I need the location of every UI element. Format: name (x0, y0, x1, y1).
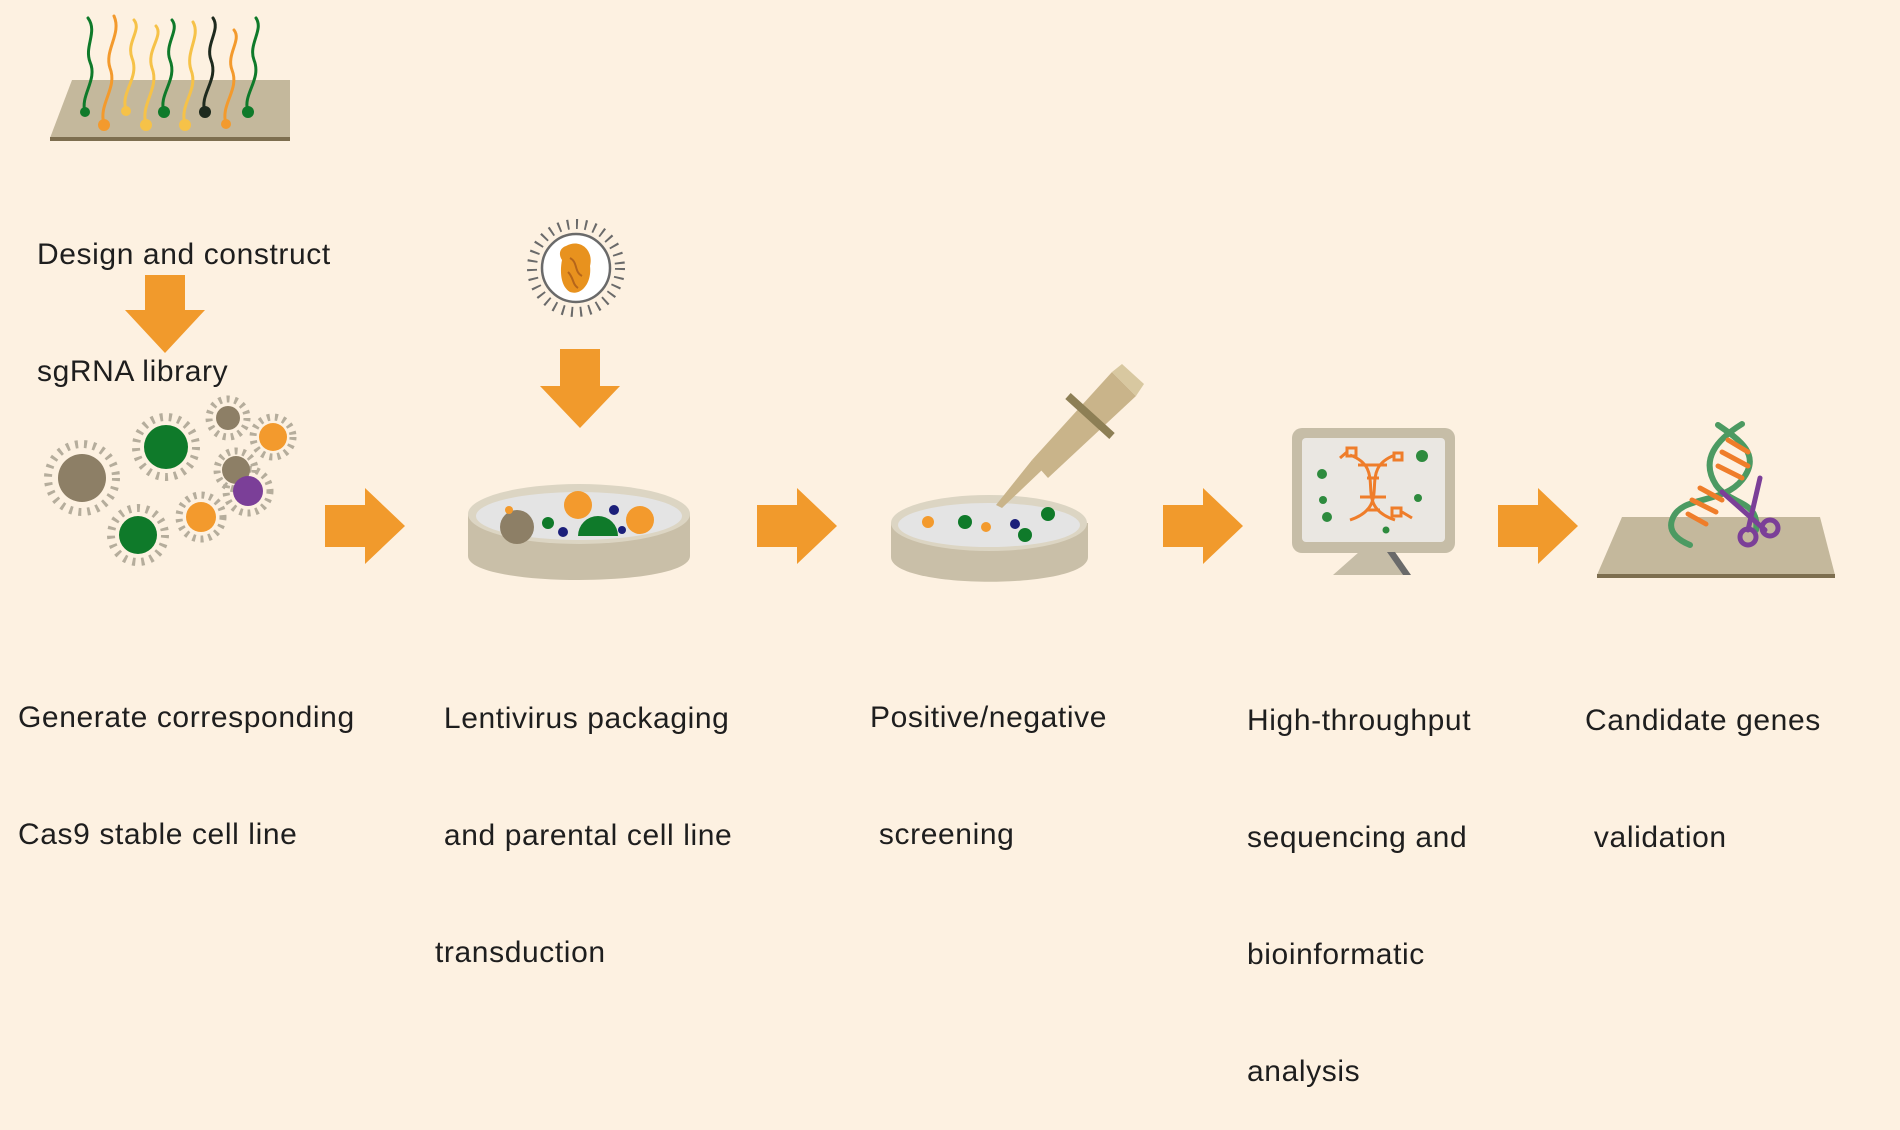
arrow-right-icon (325, 488, 405, 564)
step-label-sequencing: High-throughput sequencing and bioinform… (1247, 704, 1472, 1088)
crispr-screen-workflow-diagram (44, 14, 1835, 582)
petri-dish-icon (468, 484, 690, 580)
lentivirus-particle-icon (527, 219, 625, 317)
step-label-validation: Candidate genes validation (1585, 704, 1821, 854)
petri-dish-icon (891, 495, 1088, 582)
dna-scissors-icon (1597, 421, 1835, 578)
step-label-screening: Positive/negative screening (870, 701, 1108, 851)
pipette-icon (996, 364, 1144, 508)
step-label-lentivirus: Lentivirus packaging and parental cell l… (435, 702, 733, 969)
arrow-right-icon (1498, 488, 1578, 564)
sgrna-library-plate-icon (50, 14, 290, 141)
monitor-dna-icon (1292, 428, 1455, 575)
step-label-cell-line: Generate corresponding Cas9 stable cell … (18, 701, 355, 851)
arrow-down-icon (540, 349, 620, 428)
cas9-cell-cluster-icon (44, 395, 297, 566)
arrow-right-icon (1163, 488, 1243, 564)
arrow-right-icon (757, 488, 837, 564)
step-label-library: Design and construct sgRNA library (37, 238, 331, 388)
arrow-down-icon (125, 275, 205, 353)
